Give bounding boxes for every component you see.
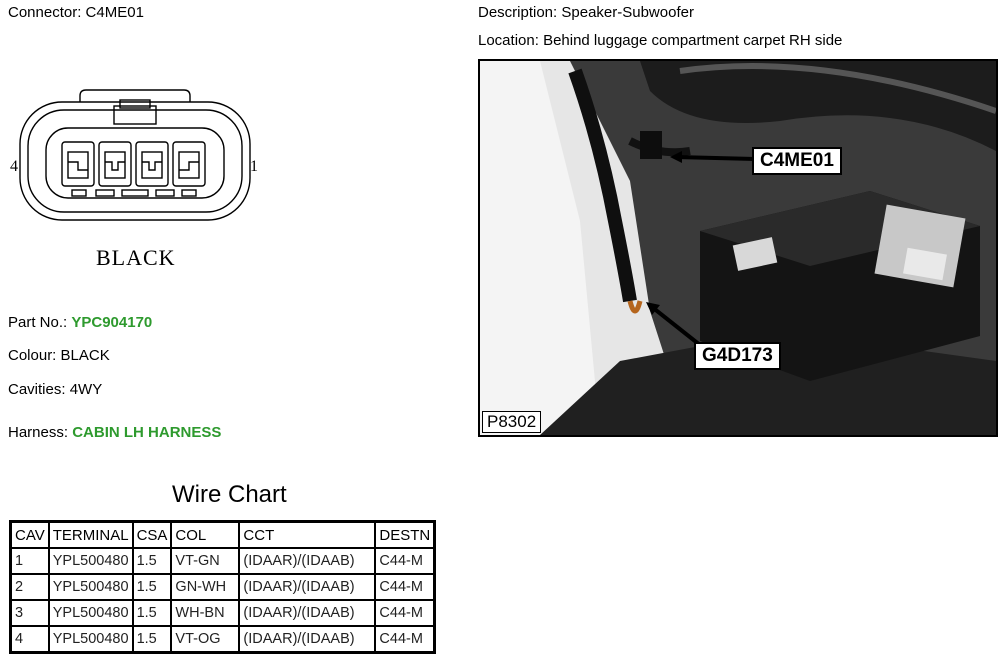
colour-label: Colour:	[8, 347, 57, 364]
cell-terminal: YPL500480	[47, 599, 134, 627]
cell-cav: 3	[9, 599, 50, 627]
part-number-label: Part No.:	[8, 314, 68, 331]
cell-cav: 4	[9, 625, 50, 654]
cell-csa: 1.5	[131, 573, 173, 601]
connector-title: Connector: C4ME01	[8, 4, 144, 21]
location-photo-illustration	[480, 61, 996, 435]
connector-outer-shell	[19, 101, 251, 221]
location-photo: C4ME01 G4D173 P8302	[478, 59, 998, 437]
cell-csa: 1.5	[131, 547, 173, 575]
description-line: Description: Speaker-Subwoofer	[478, 4, 694, 21]
cell-destn: C44-M	[374, 599, 436, 627]
part-number-line: Part No.: YPC904170	[8, 314, 152, 331]
cell-cav: 1	[9, 547, 50, 575]
cell-destn: C44-M	[374, 547, 436, 575]
cell-col: WH-BN	[170, 599, 241, 627]
colour-value: BLACK	[60, 347, 110, 364]
description-value: Speaker-Subwoofer	[561, 4, 694, 21]
cell-csa: 1.5	[131, 625, 173, 654]
connector-face-diagram	[19, 89, 251, 221]
table-row: 1 YPL500480 1.5 VT-GN (IDAAR)/(IDAAB) C4…	[9, 547, 436, 575]
harness-value: CABIN LH HARNESS	[72, 424, 222, 441]
pin-number-right: 1	[250, 158, 258, 175]
header-csa: CSA	[131, 520, 173, 549]
callout-connector: C4ME01	[752, 147, 842, 175]
location-value: Behind luggage compartment carpet RH sid…	[543, 32, 843, 49]
header-col: COL	[170, 520, 241, 549]
header-cct: CCT	[238, 520, 377, 549]
cell-csa: 1.5	[131, 599, 173, 627]
wire-chart-table: CAV TERMINAL CSA COL CCT DESTN 1 YPL5004…	[9, 520, 437, 654]
location-line: Location: Behind luggage compartment car…	[478, 32, 842, 49]
table-row: 2 YPL500480 1.5 GN-WH (IDAAR)/(IDAAB) C4…	[9, 573, 436, 601]
callout-ground: G4D173	[694, 342, 781, 370]
cell-destn: C44-M	[374, 625, 436, 654]
cell-cct: (IDAAR)/(IDAAB)	[238, 599, 377, 627]
cell-terminal: YPL500480	[47, 547, 134, 575]
cell-terminal: YPL500480	[47, 625, 134, 654]
harness-label: Harness:	[8, 424, 69, 441]
colour-line: Colour: BLACK	[8, 347, 110, 364]
cell-col: VT-OG	[170, 625, 241, 654]
connector-bottom-keys	[71, 189, 197, 197]
connector-latch-lock	[119, 99, 151, 109]
pin-number-left: 4	[10, 158, 18, 175]
connector-color-label: BLACK	[96, 245, 176, 270]
connector-inner-shell	[27, 109, 243, 213]
photo-id: P8302	[482, 411, 542, 433]
cell-cct: (IDAAR)/(IDAAB)	[238, 625, 377, 654]
cell-col: VT-GN	[170, 547, 241, 575]
cavities-label: Cavities:	[8, 381, 66, 398]
connector-face	[45, 127, 225, 199]
cell-terminal: YPL500480	[47, 573, 134, 601]
header-terminal: TERMINAL	[47, 520, 134, 549]
cell-col: GN-WH	[170, 573, 241, 601]
cell-cct: (IDAAR)/(IDAAB)	[238, 573, 377, 601]
connector-latch-outer	[79, 89, 191, 102]
connector-label: Connector:	[8, 4, 82, 21]
description-label: Description:	[478, 4, 558, 21]
cell-destn: C44-M	[374, 573, 436, 601]
table-row: 3 YPL500480 1.5 WH-BN (IDAAR)/(IDAAB) C4…	[9, 599, 436, 627]
cell-cct: (IDAAR)/(IDAAB)	[238, 547, 377, 575]
connector-latch-tab	[113, 105, 157, 125]
harness-line: Harness: CABIN LH HARNESS	[8, 424, 221, 441]
table-row: 4 YPL500480 1.5 VT-OG (IDAAR)/(IDAAB) C4…	[9, 625, 436, 654]
wire-chart-title: Wire Chart	[172, 481, 287, 508]
cavity-3	[98, 141, 132, 187]
cavity-2	[135, 141, 169, 187]
cavities-value: 4WY	[69, 381, 103, 398]
location-label: Location:	[478, 32, 539, 49]
connector-value: C4ME01	[85, 4, 144, 21]
wire-chart-header-row: CAV TERMINAL CSA COL CCT DESTN	[9, 520, 436, 549]
cell-cav: 2	[9, 573, 50, 601]
cavity-1	[172, 141, 206, 187]
cavity-4	[61, 141, 95, 187]
header-destn: DESTN	[374, 520, 436, 549]
cavities-line: Cavities: 4WY	[8, 381, 102, 398]
header-cav: CAV	[9, 520, 50, 549]
battery-illustration	[700, 191, 980, 381]
part-number-value: YPC904170	[71, 314, 153, 331]
